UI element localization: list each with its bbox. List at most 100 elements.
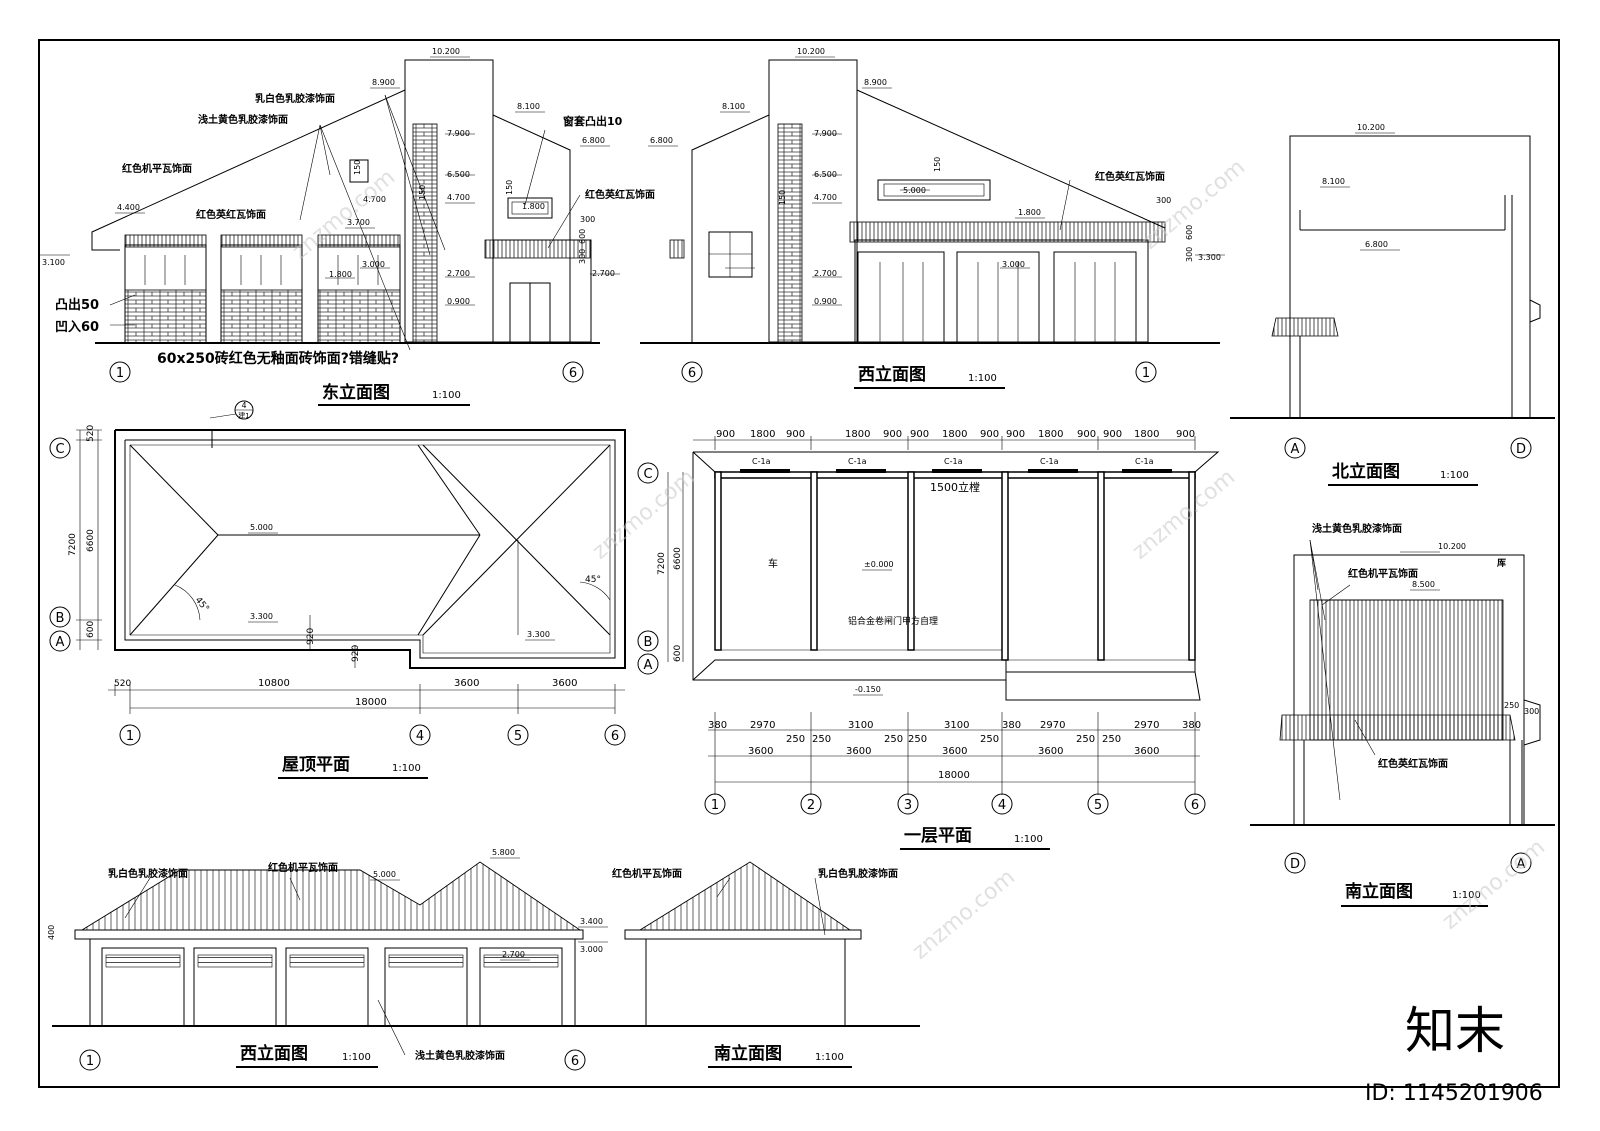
gp-axis-c: C: [643, 467, 652, 482]
roof-dim-6600: 6600: [86, 529, 96, 552]
wb-note-yellow: 浅土黄色乳胶漆饰面: [415, 1049, 505, 1062]
west-level-3000: 3.000: [1002, 260, 1025, 269]
roof-plan-scale: 1:100: [392, 763, 421, 774]
wb-dim-400: 400: [47, 925, 56, 940]
roof-plan-title: 屋顶平面: [282, 755, 350, 775]
ground-plan-title: 一层平面: [904, 826, 972, 846]
roof-axis-b: B: [56, 611, 65, 626]
south-r-scale: 1:100: [1452, 890, 1481, 901]
gp-axis-3: 3: [904, 798, 912, 813]
north-level-10200: 10.200: [1357, 123, 1385, 132]
svg-text:znzmo.com: znzmo.com: [1438, 835, 1550, 935]
ground-plan: 900 1800 900 1800 900 900 1800 900 900 1…: [637, 429, 1220, 850]
south-r-dim-250: 250: [1504, 701, 1519, 710]
gp-axis-1: 1: [711, 798, 719, 813]
note-sill: 窗套凸出10: [563, 114, 623, 128]
west-elevation-bottom: 5.800 5.000 3.400 3.000 2.700 400 乳白色乳胶漆…: [47, 848, 920, 1071]
gp-topdim-2: 900: [786, 429, 805, 440]
roof-bdim-3600a: 3600: [454, 678, 479, 689]
gp-topdim-3: 1800: [845, 429, 870, 440]
roof-bdim-10800: 10800: [258, 678, 290, 689]
west-elevation-title: 西立面图: [858, 364, 926, 385]
ground-plan-scale: 1:100: [1014, 834, 1043, 845]
gp-axis-b: B: [644, 635, 653, 650]
west-dim-300b: 300: [1185, 247, 1194, 262]
dim-150b: 150: [418, 185, 427, 200]
level-0900: 0.900: [447, 297, 470, 306]
roof-bdim-520: 520: [114, 679, 131, 689]
wb-title: 西立面图: [240, 1043, 308, 1064]
west-elevation-top: 10.200 8.900 8.100 7.900 6.800 6.500 4.7…: [640, 47, 1225, 389]
gp-b1-2: 250: [786, 734, 805, 745]
level-1800: 1.800: [329, 270, 352, 279]
level-2700: 2.700: [447, 269, 470, 278]
west-elevation-scale: 1:100: [968, 373, 997, 384]
svg-text:znzmo.com: znzmo.com: [908, 865, 1020, 965]
south-r-note-yellow: 浅土黄色乳胶漆饰面: [1312, 522, 1402, 535]
gp-topdim-10: 900: [1077, 429, 1096, 440]
roof-axis-4: 4: [416, 729, 424, 744]
dim-600: 600: [578, 229, 587, 244]
west-dim-150b: 150: [778, 190, 787, 205]
level-8900: 8.900: [372, 78, 395, 87]
roof-bdim-total: 18000: [355, 697, 387, 708]
axis-1: 1: [116, 366, 124, 381]
gp-b1-13: 2970: [1134, 720, 1159, 731]
west-level-8900: 8.900: [864, 78, 887, 87]
level-6800: 6.800: [582, 136, 605, 145]
gp-total: 18000: [938, 770, 970, 781]
roof-level-3300b: 3.300: [527, 630, 550, 639]
wb-note-tile: 红色机平瓦饰面: [268, 861, 338, 874]
gp-dim-600: 600: [673, 645, 683, 662]
gp-window-4: C-1a: [1040, 457, 1059, 466]
roof-bdim-3600b: 3600: [552, 678, 577, 689]
south-elevation-right: 10.200 8.500 250 300 浅土黄色乳胶漆饰面 红色机平瓦饰面 红…: [1250, 522, 1555, 907]
roof-level-5000: 5.000: [250, 523, 273, 532]
south-r-corner-char: 厍: [1497, 558, 1506, 569]
gp-topdim-1: 1800: [750, 429, 775, 440]
gp-topdim-9: 1800: [1038, 429, 1063, 440]
gp-b1-0: 380: [708, 720, 727, 731]
gp-door-note: 铝合金卷闸门甲方自理: [848, 615, 938, 627]
gp-b1-9: 380: [1002, 720, 1021, 731]
roof-plan: 5.000 3.300 3.300 45° 45° 4 建1 520 7200 …: [49, 400, 626, 779]
south-elevation-bottom: 红色机平瓦饰面 乳白色乳胶漆饰面 南立面图 1:100: [612, 861, 898, 1068]
detail-tag-number: 4: [241, 401, 246, 410]
level-6500: 6.500: [447, 170, 470, 179]
note-recess: 凹入60: [55, 320, 99, 335]
note-protrude: 凸出50: [55, 297, 99, 313]
south-r-level-8500: 8.500: [1412, 580, 1435, 589]
east-elevation-scale: 1:100: [432, 390, 461, 401]
note-red-jiang-tile-right: 红色英红瓦饰面: [585, 188, 655, 201]
gp-window-3: C-1a: [944, 457, 963, 466]
gp-topdim-7: 900: [980, 429, 999, 440]
gp-axis-5: 5: [1094, 798, 1102, 813]
gp-b1-4: 3100: [848, 720, 873, 731]
west-level-7900: 7.900: [814, 129, 837, 138]
gp-dim-6600: 6600: [673, 547, 683, 570]
dim-300b: 300: [578, 249, 587, 264]
west-dim-150a: 150: [933, 157, 942, 172]
south-r-dim-300: 300: [1524, 707, 1539, 716]
west-level-2700: 2.700: [814, 269, 837, 278]
south-r-note-jiang: 红色英红瓦饰面: [1378, 757, 1448, 770]
wb-level-5000: 5.000: [373, 870, 396, 879]
gp-b2-3: 3600: [1038, 746, 1063, 757]
wb-level-3000: 3.000: [580, 945, 603, 954]
note-milk-white: 乳白色乳胶漆饰面: [255, 92, 335, 105]
sb-scale: 1:100: [815, 1052, 844, 1063]
level-3700: 3.700: [347, 218, 370, 227]
south-r-title: 南立面图: [1345, 881, 1413, 902]
roof-axis-6: 6: [611, 729, 619, 744]
gp-b1-14: 380: [1182, 720, 1201, 731]
west-axis-1: 1: [1142, 366, 1150, 381]
gp-lintel-note: 1500立樘: [930, 480, 980, 494]
roof-dim-920b: 920: [351, 645, 361, 662]
wb-scale: 1:100: [342, 1052, 371, 1063]
gp-b2-4: 3600: [1134, 746, 1159, 757]
gp-dim-7200: 7200: [657, 552, 667, 575]
south-r-axis-a: A: [1517, 857, 1526, 872]
north-elevation: 10.200 8.100 6.800 A D 北立面图 1:100: [1230, 123, 1555, 486]
gp-b1-3: 250: [812, 734, 831, 745]
